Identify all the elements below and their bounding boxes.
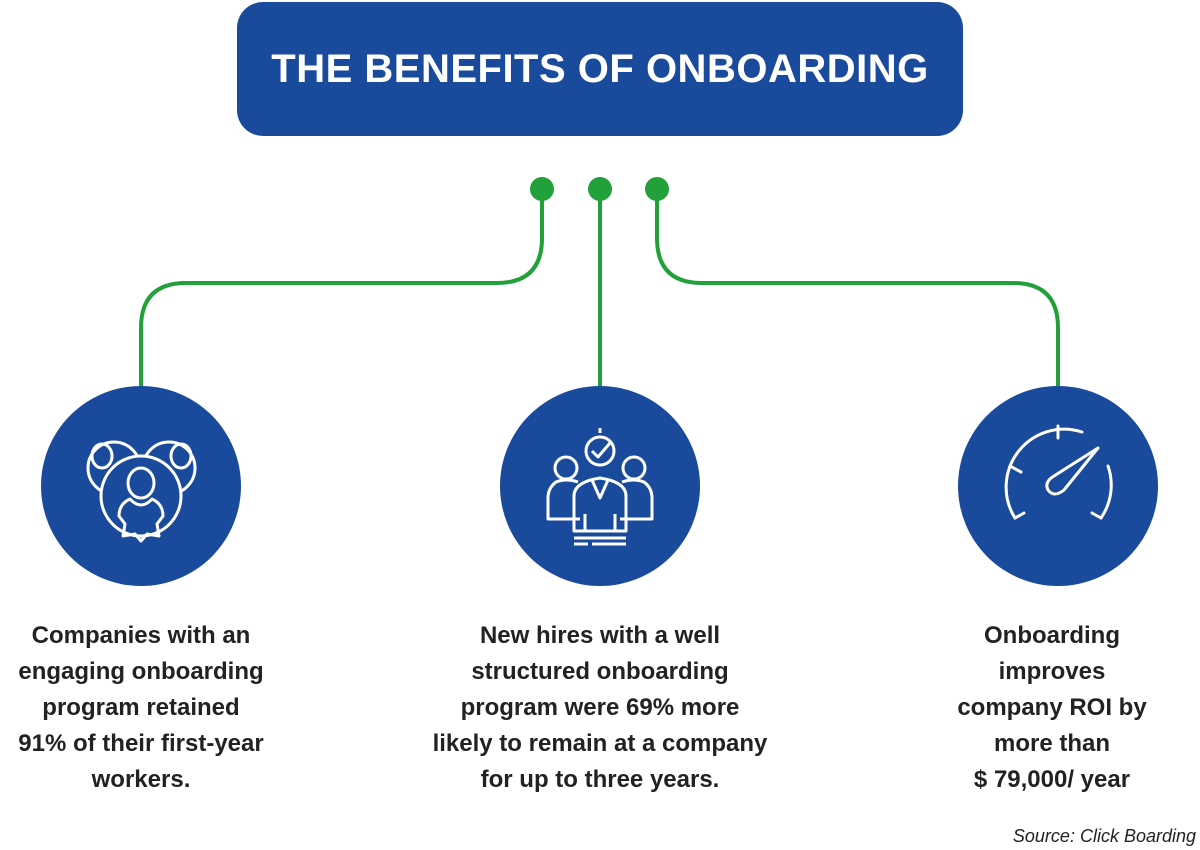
text-line: likely to remain at a company [432,730,768,757]
text-line: workers. [91,766,191,793]
text-line: improves [998,658,1106,685]
text-line: engaging onboarding [18,658,264,685]
text-line: program were 69% more [460,694,740,721]
text-line: more than [993,730,1110,757]
page-title: THE BENEFITS OF ONBOARDING [271,46,929,91]
benefit-text-retention: Companies with an engaging onboarding pr… [0,618,321,798]
connector-right [655,189,1060,390]
text-line: Onboarding [984,622,1120,649]
text-line: structured onboarding [471,658,729,685]
benefit-text-roi: Onboarding improves company ROI by more … [872,618,1200,798]
text-line: $ 79,000/ year [973,766,1131,793]
text-line: New hires with a well [479,622,721,649]
speedometer-icon [1004,424,1113,520]
text-line: for up to three years. [480,766,720,793]
benefit-text-tenure: New hires with a well structured onboard… [420,618,780,798]
connector-dot-right [645,177,669,201]
connector-dot-left [530,177,554,201]
text-line: Companies with an [31,622,251,649]
title-banner: THE BENEFITS OF ONBOARDING [237,2,963,136]
team-checkmark-icon [546,428,654,546]
text-line: program retained [42,694,240,721]
text-line: 91% of their first-year [18,730,264,757]
benefit-circle-retention [41,386,241,586]
connector-left [139,189,544,390]
text-line: company ROI by [957,694,1147,721]
team-star-icon [86,440,197,543]
source-credit: Source: Click Boarding [1012,826,1196,846]
connector-dot-middle [588,177,612,201]
benefit-circle-tenure [500,386,700,586]
benefit-circle-roi [958,386,1158,586]
